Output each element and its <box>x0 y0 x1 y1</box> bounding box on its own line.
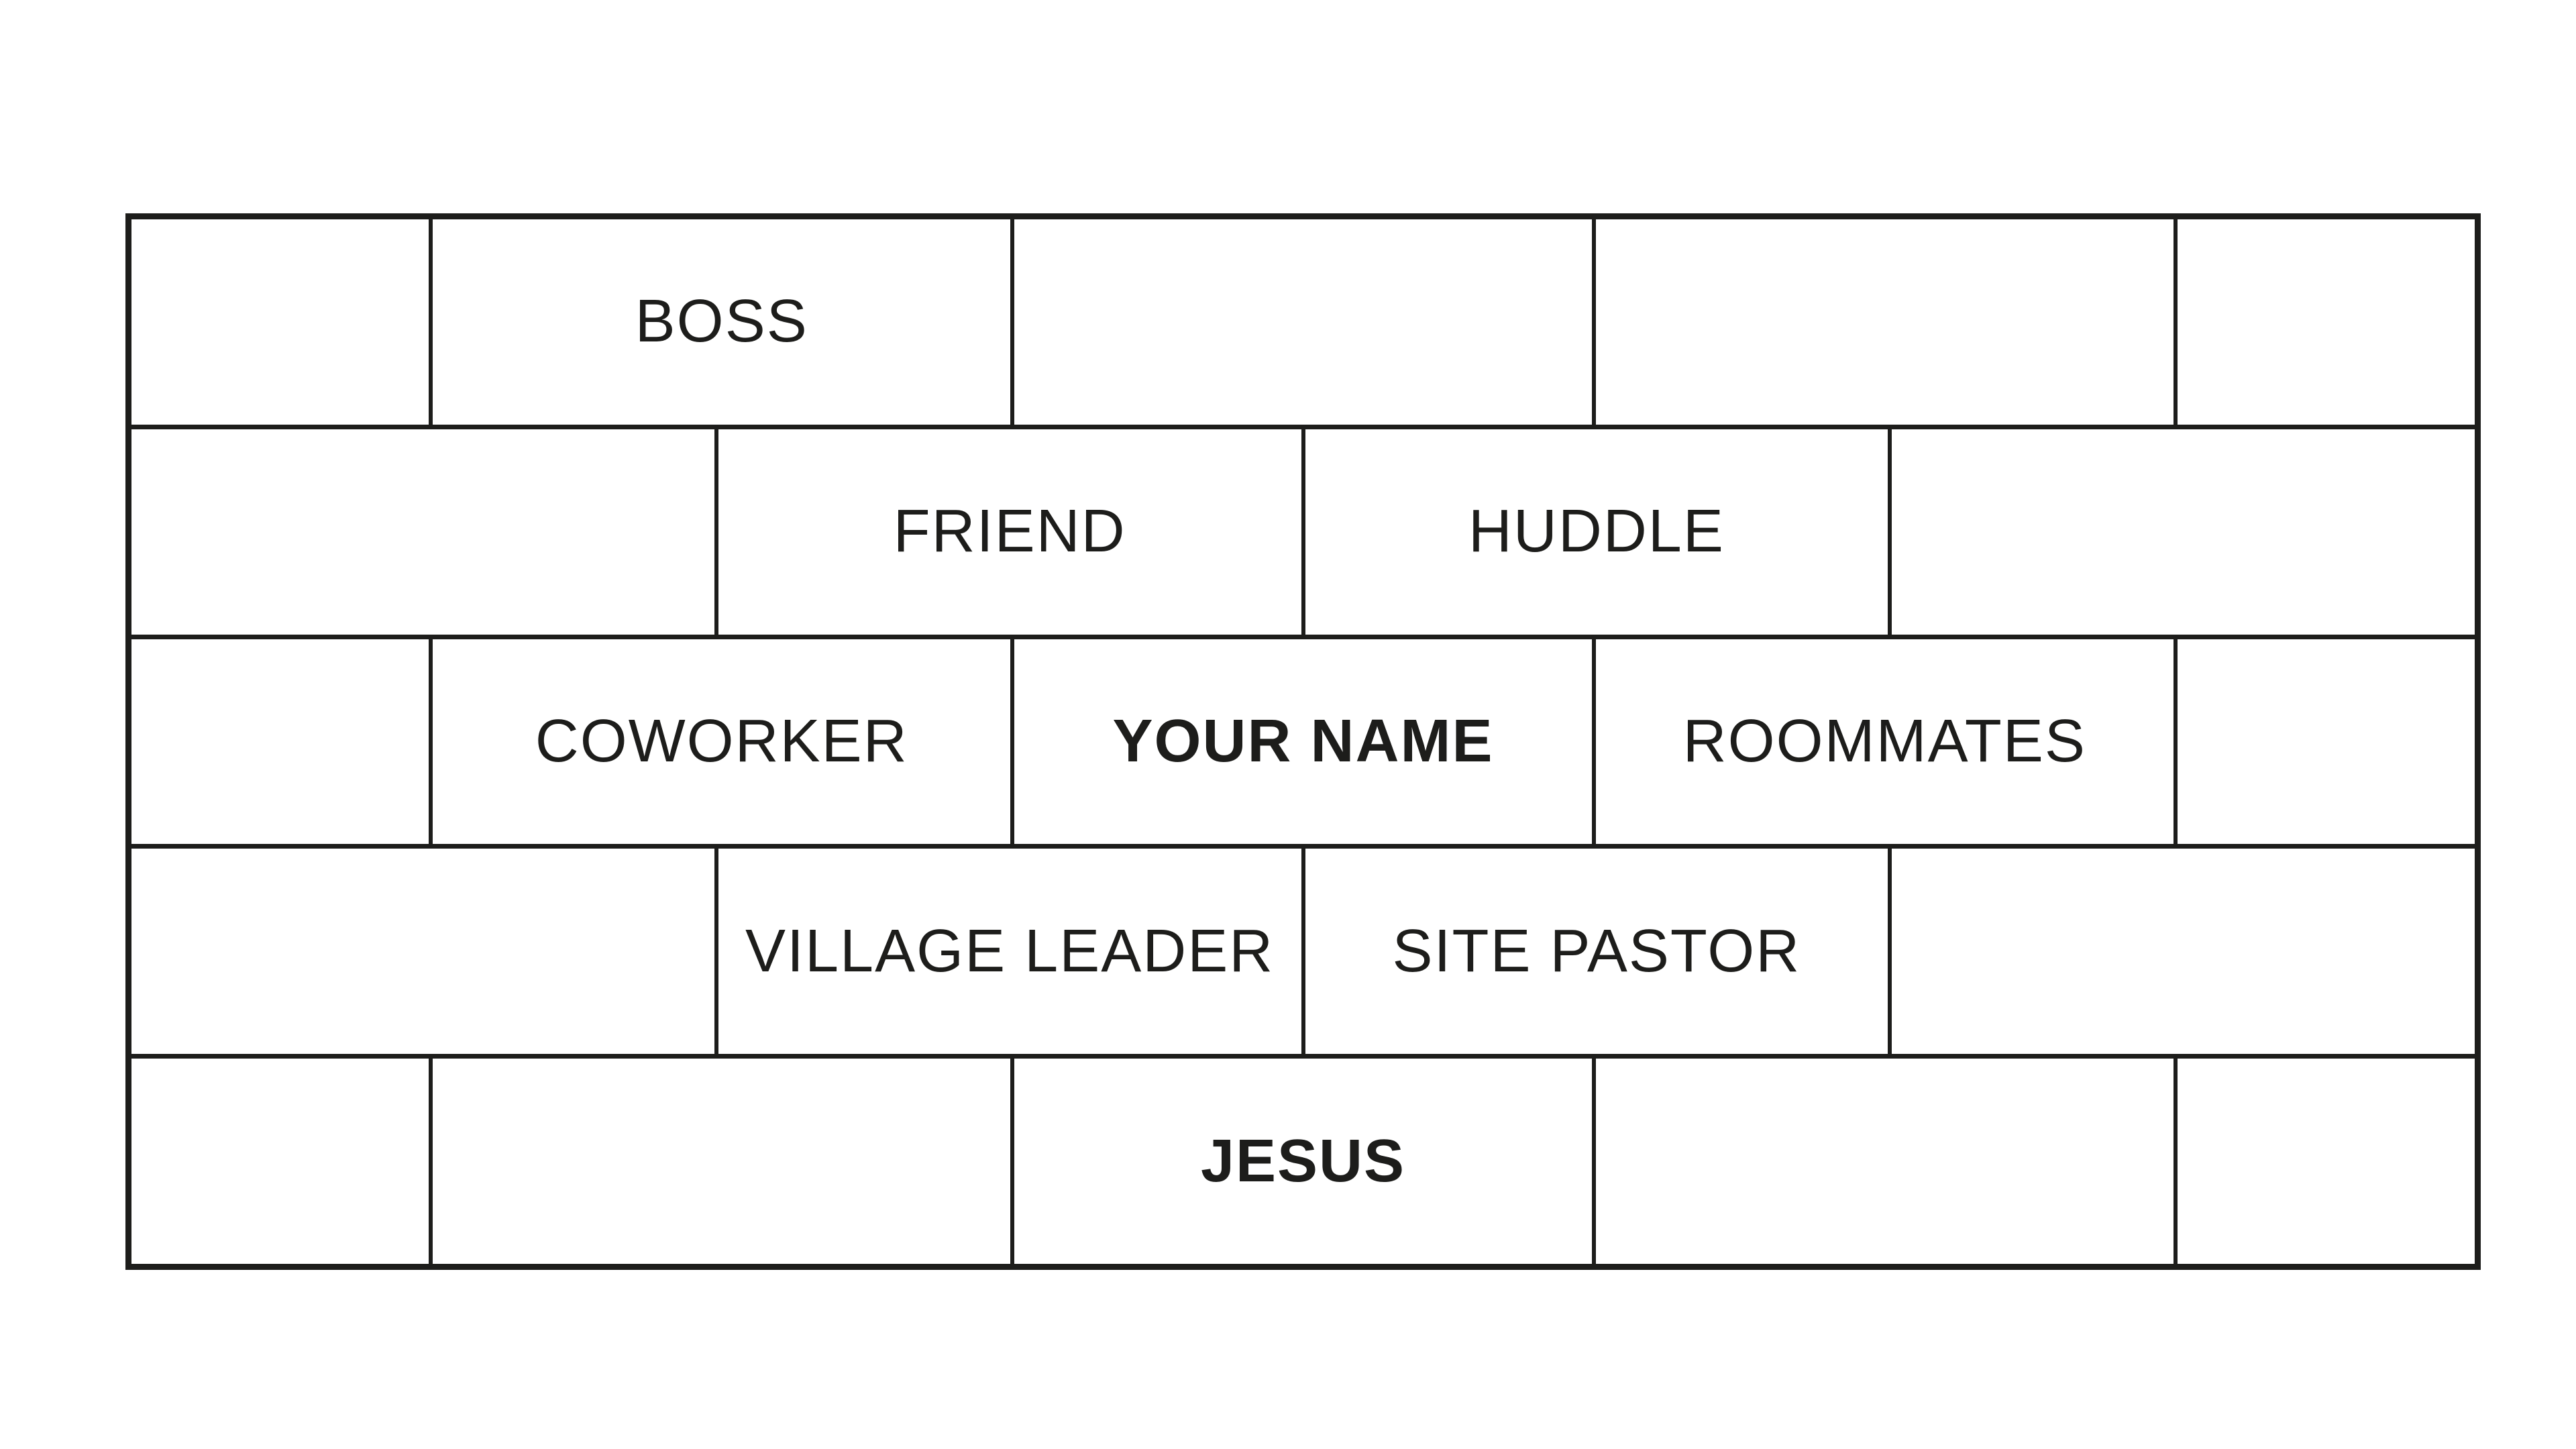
brick-empty <box>2178 639 2475 845</box>
brick-label-your-name: YOUR NAME <box>1112 707 1494 775</box>
brick-empty <box>131 1059 433 1264</box>
brick-label-huddle: HUDDLE <box>1468 498 1725 566</box>
brick-empty <box>131 219 433 425</box>
brick-label-boss: BOSS <box>635 288 808 356</box>
brick-label-village-leader: VILLAGE LEADER <box>745 917 1275 985</box>
brick-huddle: HUDDLE <box>1305 429 1892 635</box>
brick-friend: FRIEND <box>718 429 1305 635</box>
wall-row-1: BOSS <box>131 219 2475 425</box>
brick-roommates: ROOMMATES <box>1596 639 2178 845</box>
brick-label-jesus: JESUS <box>1200 1127 1406 1195</box>
brick-empty <box>131 429 718 635</box>
wall-row-3: COWORKER YOUR NAME ROOMMATES <box>131 634 2475 845</box>
brick-empty <box>2178 219 2475 425</box>
brick-label-coworker: COWORKER <box>535 707 908 775</box>
brick-empty <box>1014 219 1596 425</box>
wall-row-2: FRIEND HUDDLE <box>131 424 2475 635</box>
brick-your-name: YOUR NAME <box>1014 639 1596 845</box>
brick-empty <box>1892 849 2475 1054</box>
brick-label-site-pastor: SITE PASTOR <box>1392 917 1801 985</box>
brick-empty <box>2178 1059 2475 1264</box>
brick-boss: BOSS <box>433 219 1015 425</box>
brick-empty <box>1892 429 2475 635</box>
brick-wall-diagram: BOSS FRIEND HUDDLE COWORKER YOUR NAME RO… <box>125 213 2481 1270</box>
brick-coworker: COWORKER <box>433 639 1015 845</box>
brick-site-pastor: SITE PASTOR <box>1305 849 1892 1055</box>
brick-empty <box>131 639 433 845</box>
brick-label-friend: FRIEND <box>893 498 1126 566</box>
wall-row-4: VILLAGE LEADER SITE PASTOR <box>131 844 2475 1055</box>
brick-empty <box>1596 219 2178 425</box>
brick-empty <box>1596 1059 2178 1264</box>
brick-jesus: JESUS <box>1014 1059 1596 1264</box>
wall-row-5: JESUS <box>131 1054 2475 1264</box>
brick-label-roommates: ROOMMATES <box>1682 707 2086 775</box>
brick-empty <box>433 1059 1015 1264</box>
brick-empty <box>131 849 718 1055</box>
brick-village-leader: VILLAGE LEADER <box>718 849 1305 1055</box>
